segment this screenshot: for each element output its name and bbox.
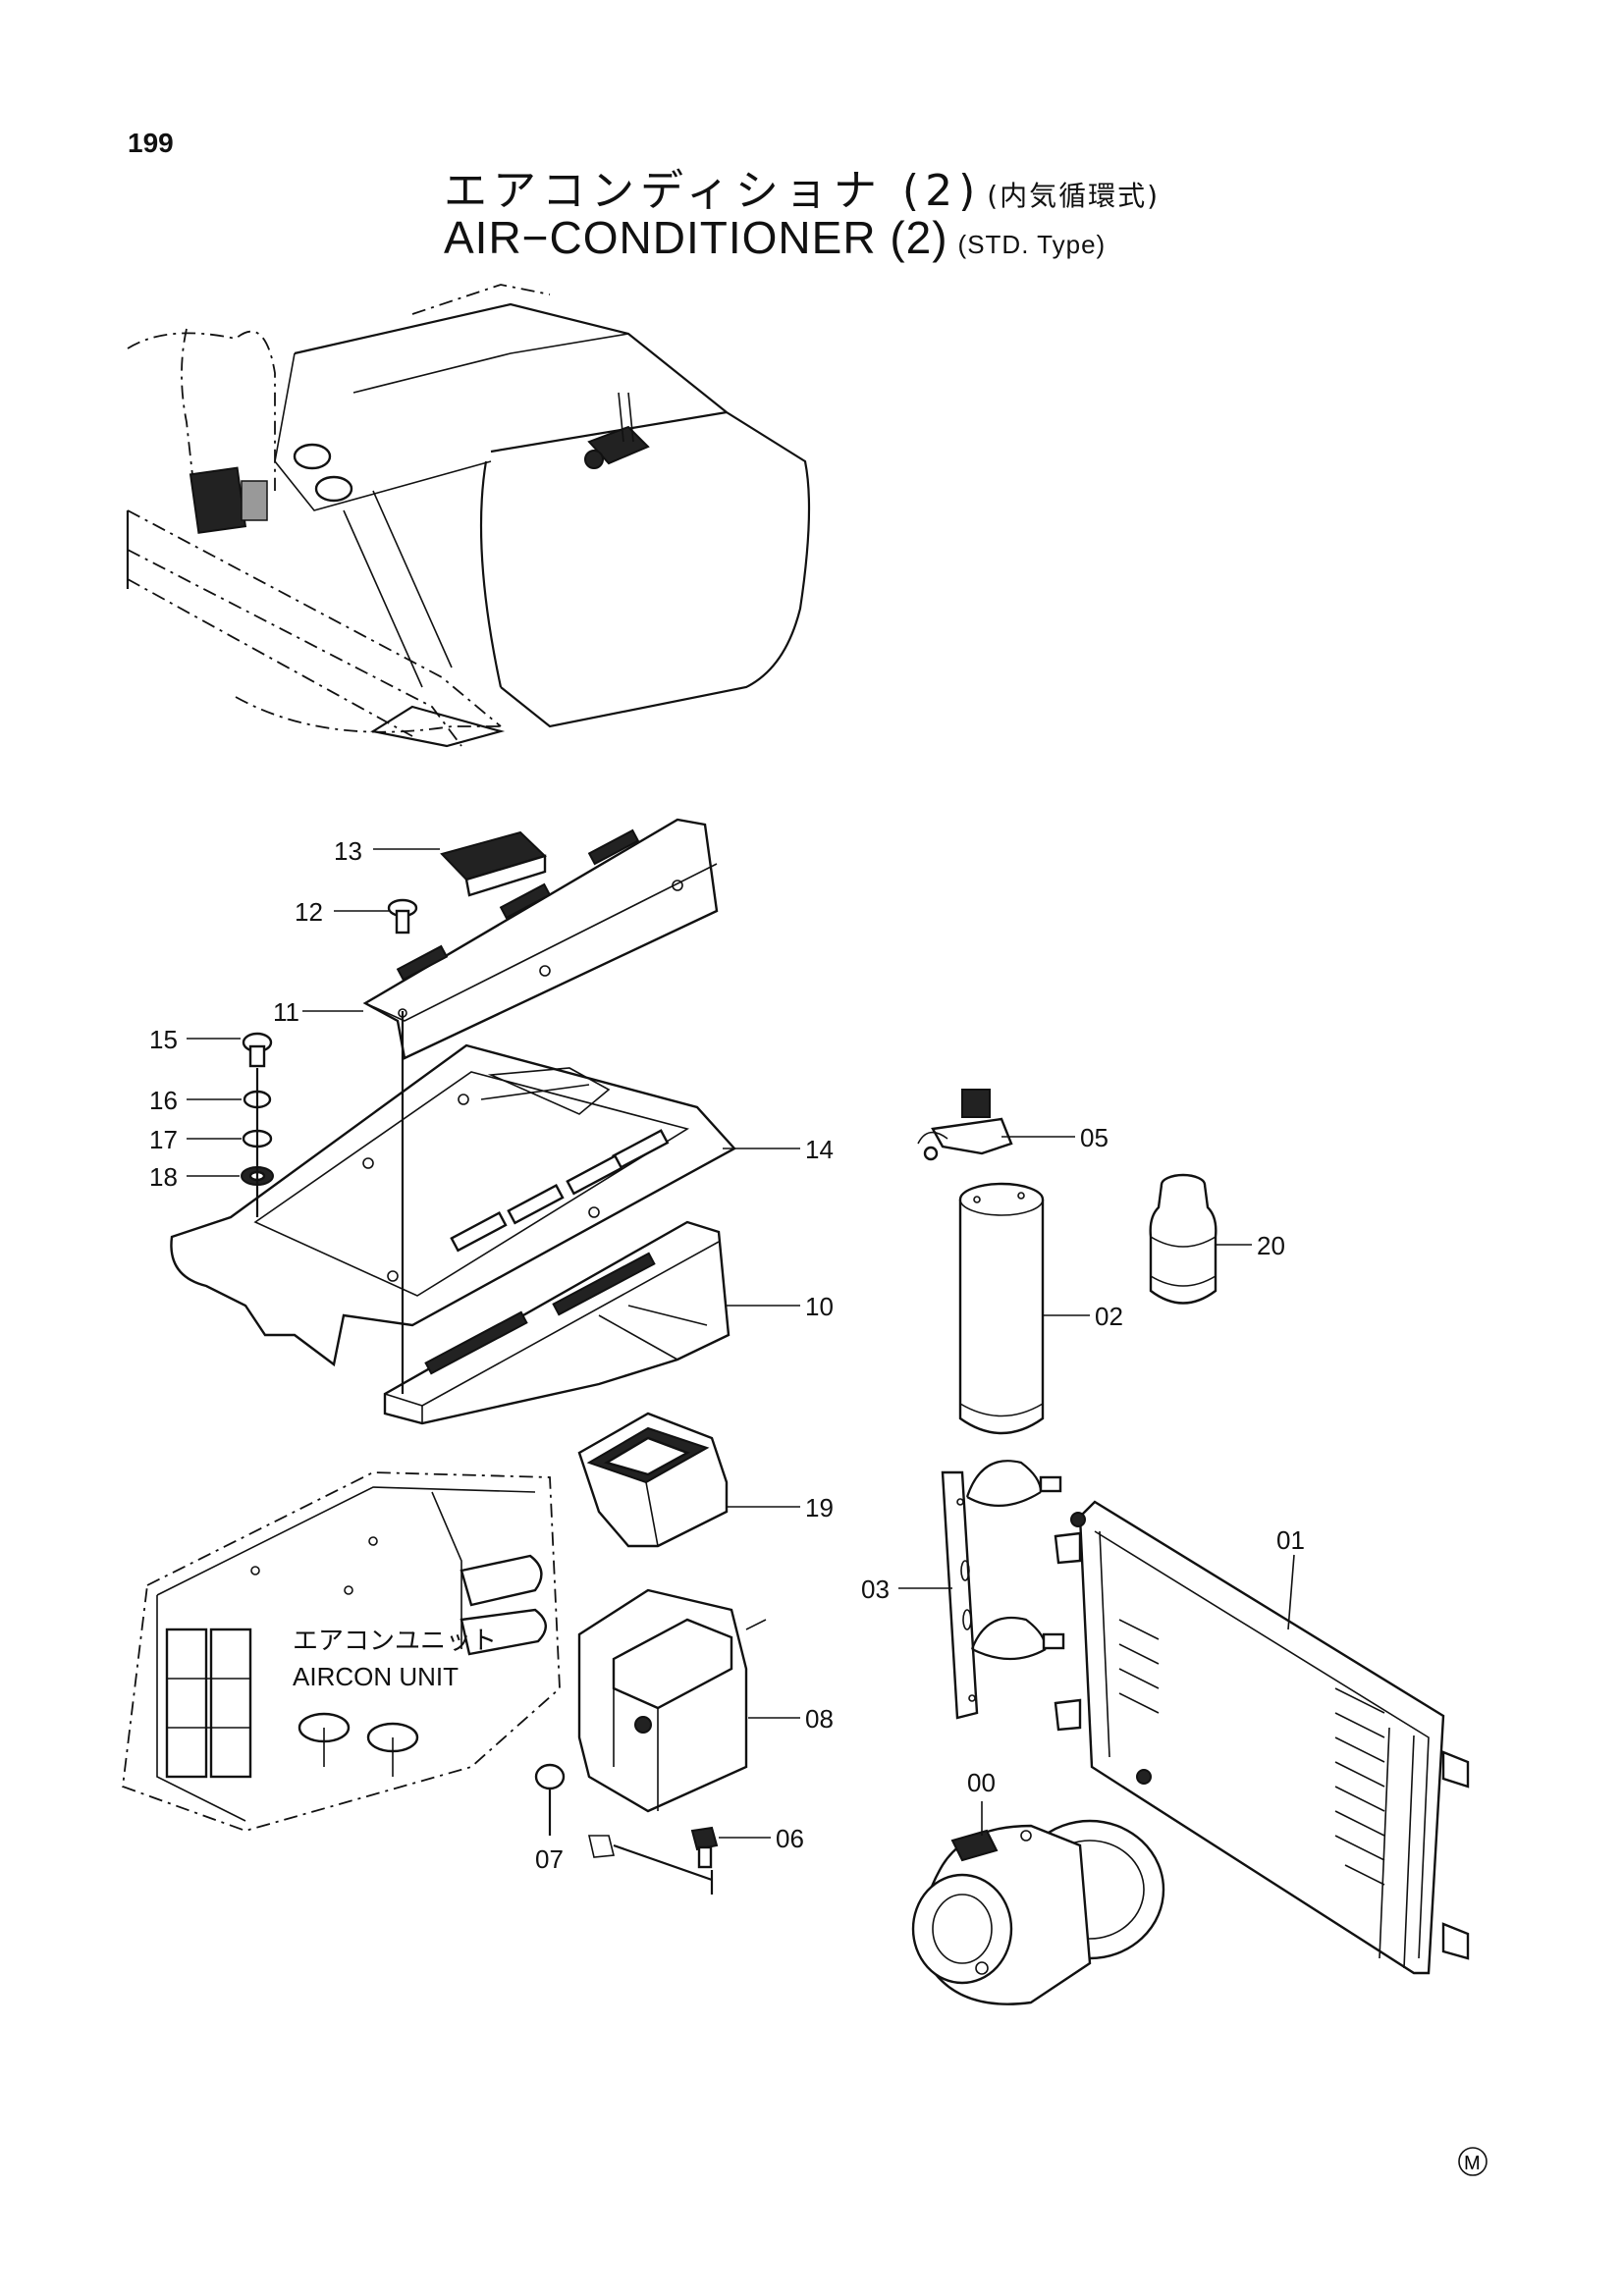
callout-07: 07 <box>535 1844 564 1874</box>
aircon-unit-illustration: エアコンユニット AIRCON UNIT <box>122 1471 561 1832</box>
part-06-bolt <box>587 1826 719 1895</box>
part-14-ceiling-panel <box>170 1043 736 1367</box>
page-number: 199 <box>128 128 174 158</box>
part-00-compressor <box>911 1819 1165 2005</box>
part-07-grommet <box>534 1763 566 1836</box>
callout-01: 01 <box>1276 1525 1305 1555</box>
title-japanese-sub: (内気循環式) <box>987 180 1161 212</box>
callout-10: 10 <box>805 1292 834 1321</box>
manual-mark-letter: M <box>1464 2153 1481 2174</box>
callout-08: 08 <box>805 1704 834 1734</box>
part-15-bolt <box>242 1032 273 1068</box>
callout-18: 18 <box>149 1162 178 1192</box>
title-english: AIR−CONDITIONER (2) (STD. Type) <box>444 211 1106 264</box>
callout-15: 15 <box>149 1025 178 1054</box>
callout-labels: 13 12 11 15 16 17 18 14 10 19 08 06 07 0… <box>149 836 1305 1874</box>
callout-12: 12 <box>295 897 323 927</box>
callout-06: 06 <box>776 1824 804 1853</box>
title-english-sub: (STD. Type) <box>957 230 1107 259</box>
callout-11: 11 <box>273 997 299 1027</box>
part-01-condenser <box>1054 1500 1470 1975</box>
part-05-pressure-switch <box>917 1089 1013 1161</box>
leader-lines <box>187 848 1295 1839</box>
aircon-unit-label-japanese: エアコンユニット <box>293 1627 497 1656</box>
part-13-vent-grille <box>440 830 547 897</box>
callout-00: 00 <box>967 1768 996 1797</box>
part-19-duct-adapter <box>577 1412 729 1548</box>
part-03-mounting-bracket <box>941 1460 1065 1720</box>
part-08-duct-box <box>577 1588 767 1813</box>
cab-overview-illustration <box>126 284 811 748</box>
callout-03: 03 <box>861 1575 890 1604</box>
callout-13: 13 <box>334 836 362 866</box>
part-11-duct-cover <box>362 818 719 1060</box>
title-japanese-main: エアコンディショナ (2) <box>444 166 982 216</box>
callout-17: 17 <box>149 1125 178 1154</box>
callout-05: 05 <box>1080 1123 1109 1152</box>
condenser-fins <box>1118 1619 1385 1886</box>
part-20-filter-cartridge <box>1149 1173 1217 1305</box>
callout-20: 20 <box>1257 1231 1285 1260</box>
callout-14: 14 <box>805 1135 834 1164</box>
title-english-main: AIR−CONDITIONER (2) <box>444 212 948 263</box>
part-10-air-duct <box>383 1220 730 1425</box>
callout-16: 16 <box>149 1086 178 1115</box>
title-japanese: エアコンディショナ (2)(内気循環式) <box>444 155 1160 218</box>
callout-19: 19 <box>805 1493 834 1522</box>
aircon-unit-label-english: AIRCON UNIT <box>293 1662 459 1691</box>
manual-mark: M <box>1458 2147 1488 2176</box>
callout-02: 02 <box>1095 1302 1123 1331</box>
part-12-screw <box>387 898 418 934</box>
part-02-receiver-dryer <box>958 1182 1045 1435</box>
